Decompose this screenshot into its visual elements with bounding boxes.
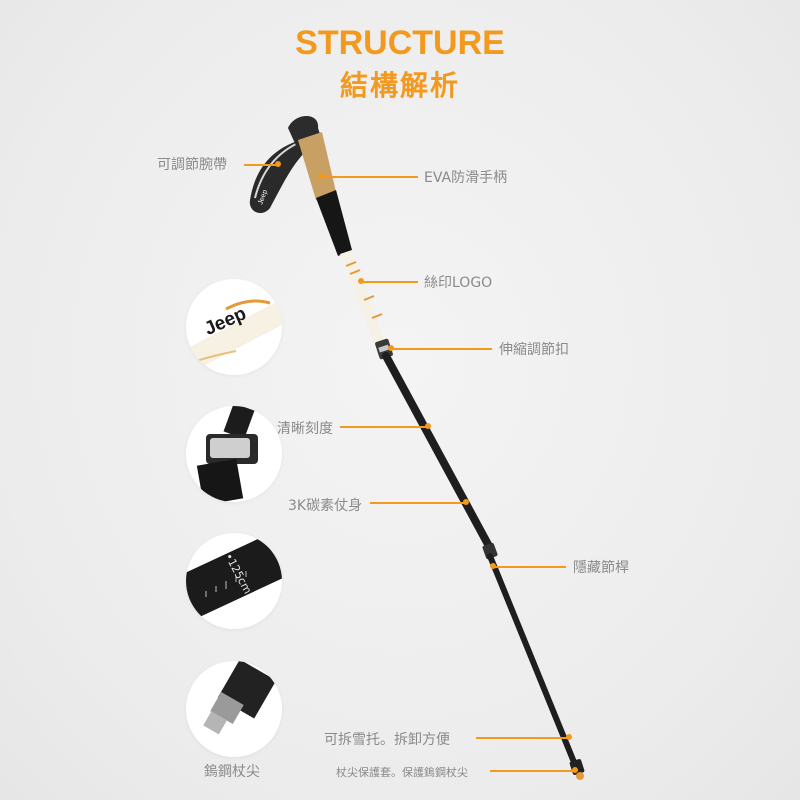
carbon-shaft-lower bbox=[487, 553, 581, 775]
dot-logo bbox=[358, 278, 364, 284]
dot-tip-cover bbox=[572, 767, 578, 773]
leader-lock bbox=[392, 348, 492, 350]
carbon-shaft-upper bbox=[382, 352, 494, 552]
dot-scale bbox=[425, 423, 431, 429]
label-hidden-section: 隱藏節桿 bbox=[573, 560, 629, 576]
detail-tip-circle bbox=[186, 661, 282, 757]
dot-hidden-section bbox=[490, 563, 496, 569]
dot-snow-basket bbox=[566, 734, 572, 740]
detail-logo-circle: Jeep bbox=[186, 279, 282, 375]
white-section bbox=[340, 250, 384, 344]
dot-lock bbox=[388, 345, 394, 351]
leader-wrist-strap bbox=[244, 164, 278, 166]
detail-scale-circle: •125cm bbox=[186, 533, 282, 629]
label-carbon: 3K碳素仗身 bbox=[288, 498, 363, 514]
eva-grip bbox=[316, 190, 352, 256]
leader-logo bbox=[362, 281, 418, 283]
dot-carbon bbox=[463, 499, 469, 505]
dot-wrist-strap bbox=[275, 161, 281, 167]
detail-lock-circle bbox=[186, 406, 282, 502]
leader-eva-grip bbox=[322, 176, 418, 178]
svg-text:Jeep: Jeep bbox=[257, 189, 269, 206]
label-eva-grip: EVA防滑手柄 bbox=[424, 170, 508, 186]
label-tungsten-tip: 鎢鋼杖尖 bbox=[204, 764, 260, 780]
label-scale: 清晰刻度 bbox=[277, 421, 333, 437]
leader-tip-cover bbox=[490, 770, 574, 772]
label-lock: 伸縮調節扣 bbox=[499, 342, 569, 358]
label-tip-cover: 杖尖保護套。保護鎢鋼杖尖 bbox=[336, 766, 468, 779]
label-logo: 絲印LOGO bbox=[424, 275, 493, 291]
leader-carbon bbox=[370, 502, 466, 504]
leader-snow-basket bbox=[476, 737, 568, 739]
label-wrist-strap: 可調節腕帶 bbox=[157, 157, 227, 173]
title-chinese: 結構解析 bbox=[339, 69, 460, 102]
wrist-strap bbox=[249, 140, 305, 214]
dot-eva-grip bbox=[318, 173, 324, 179]
cork-handle bbox=[298, 132, 336, 200]
leader-hidden-section bbox=[494, 566, 566, 568]
title-english: STRUCTURE bbox=[295, 24, 505, 62]
leader-scale bbox=[340, 426, 428, 428]
label-snow-basket: 可拆雪托。拆卸方便 bbox=[324, 732, 450, 748]
